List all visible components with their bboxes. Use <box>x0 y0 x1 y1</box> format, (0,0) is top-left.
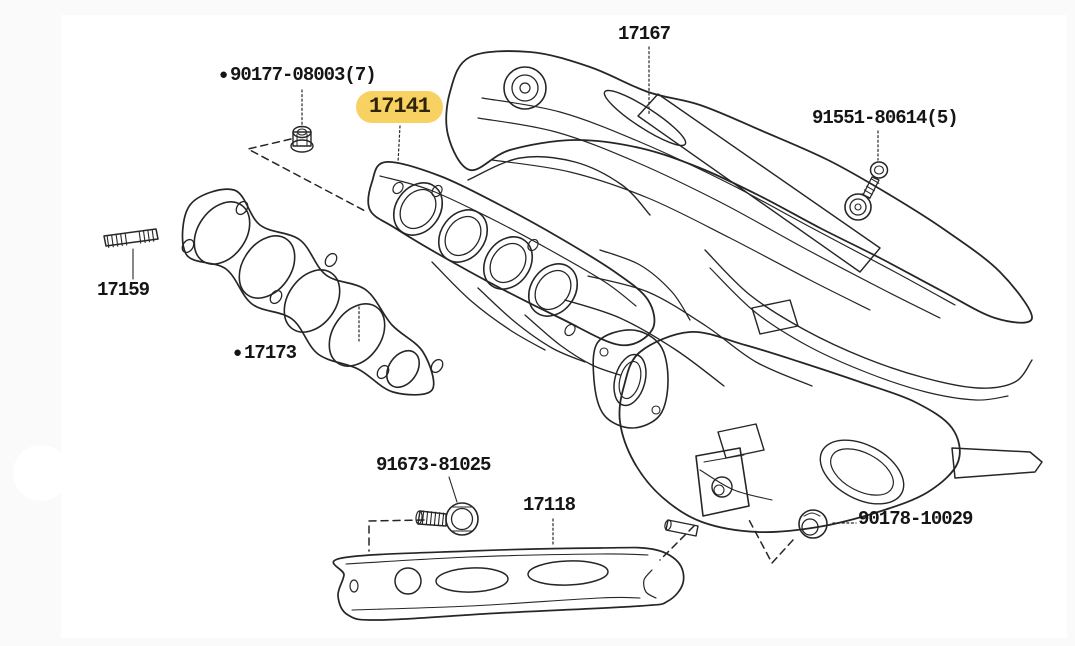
nut-90177 <box>290 125 314 153</box>
stud-17159 <box>103 228 159 248</box>
part-number-text: 17141 <box>369 94 431 119</box>
part-number-text: 17118 <box>523 494 576 516</box>
part-number-text: 91673-81025 <box>376 454 491 476</box>
part-label-17141-highlighted[interactable]: 17141 <box>356 91 444 123</box>
leader-lines <box>132 46 879 547</box>
filled-bullet-icon: ● <box>233 345 243 362</box>
manifold-17141 <box>367 156 691 376</box>
nut-90178 <box>798 509 828 539</box>
part-label-17173[interactable]: ● 17173 <box>233 342 297 364</box>
part-number-text: 90178-10029 <box>858 508 973 530</box>
part-number-text: 17173 <box>244 342 297 364</box>
page-notch <box>13 445 69 501</box>
part-label-17167[interactable]: 17167 <box>618 23 671 45</box>
part-number-text: 17167 <box>618 23 671 45</box>
heat-shield-17167 <box>445 50 1033 401</box>
part-number-text: 91551-80614(5) <box>812 107 959 129</box>
part-label-90178-10029[interactable]: 90178-10029 <box>858 508 973 530</box>
part-label-91551-80614[interactable]: 91551-80614(5) <box>812 107 959 129</box>
part-label-91673-81025[interactable]: 91673-81025 <box>376 454 491 476</box>
part-label-17159[interactable]: 17159 <box>97 279 150 301</box>
filled-bullet-icon: ● <box>219 67 229 84</box>
converter-assembly <box>564 275 1043 537</box>
bolt-91673 <box>415 502 479 536</box>
part-number-text: 90177-08003(7) <box>230 64 377 86</box>
part-label-17118[interactable]: 17118 <box>523 494 576 516</box>
stay-17118 <box>332 546 685 621</box>
assembly-dash-lines <box>247 138 794 564</box>
part-label-90177-08003[interactable]: ● 90177-08003(7) <box>219 64 377 86</box>
diagram-canvas <box>61 15 1067 638</box>
part-number-text: 17159 <box>97 279 150 301</box>
bolt-91551 <box>861 161 889 199</box>
gasket-17173 <box>181 188 444 396</box>
